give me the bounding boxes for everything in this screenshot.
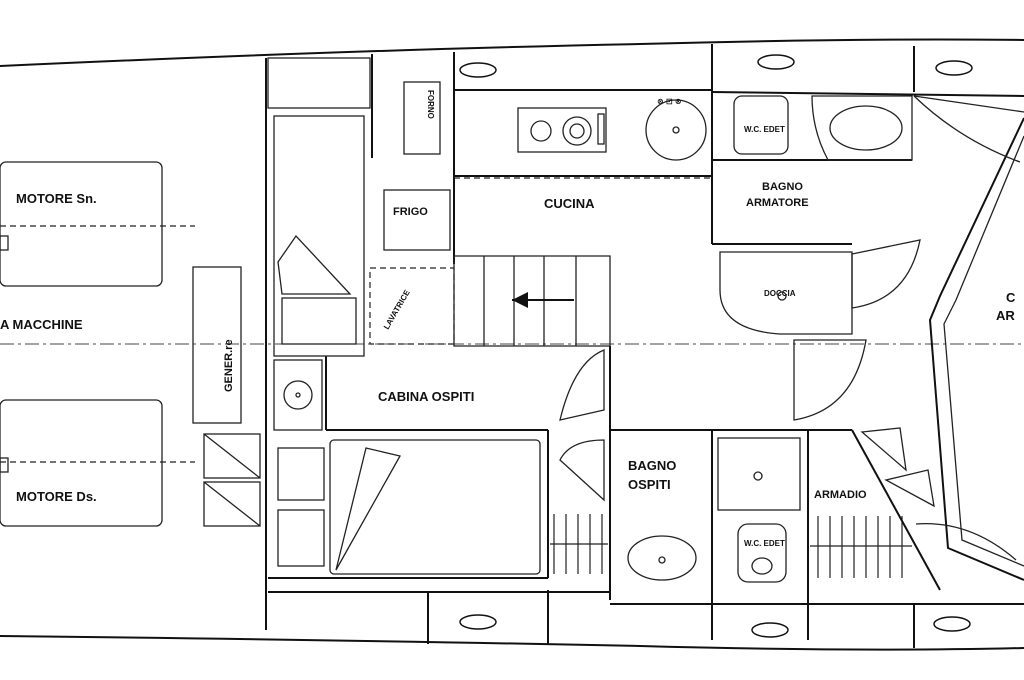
oven [403, 81, 441, 155]
cabina-armatore-label-1: C [1006, 290, 1016, 305]
frigo-label: FRIGO [393, 206, 428, 218]
owner-bathroom: BAGNO ARMATORE W.C. EDET DOCCIA [719, 95, 921, 421]
stairs [453, 255, 611, 347]
generatore-label: GENER.re [223, 339, 235, 392]
guest-sink [627, 535, 697, 581]
owner-wc [733, 95, 789, 155]
left-column [273, 115, 365, 431]
bagno-armatore-label-1: BAGNO [762, 181, 803, 193]
doccia-label: DOCCIA [764, 289, 796, 298]
forno-label: FORNO [426, 90, 435, 119]
hull-outline [0, 38, 1024, 651]
owner-wc-label: W.C. EDET [744, 125, 785, 134]
guest-wc [737, 523, 787, 583]
engine-starboard [0, 399, 163, 527]
owner-sink-counter [811, 95, 913, 161]
guest-bed [329, 439, 541, 575]
owner-bed [928, 117, 1024, 581]
sala-macchine-label: A MACCHINE [0, 317, 83, 332]
cooktop [517, 107, 607, 153]
cabina-ospiti-label: CABINA OSPITI [378, 389, 474, 404]
cucina-label: CUCINA [544, 196, 595, 211]
guest-bathroom: BAGNO OSPITI W.C. EDET [627, 437, 801, 583]
bagno-ospiti-label-2: OSPITI [628, 477, 671, 492]
owner-sink [829, 105, 903, 151]
guest-wardrobe-slats [550, 514, 608, 574]
bagno-armatore-label-2: ARMATORE [746, 197, 809, 209]
owner-shower [719, 251, 853, 335]
guest-cabin: CABINA OSPITI [277, 349, 608, 575]
galley: FORNO FRIGO ⊗ ⊡ ⊗ CUCINA [383, 81, 712, 251]
owner-cabin: C AR [851, 95, 1024, 591]
engine-room: MOTORE Sn. MOTORE Ds. A MACCHINE GENER.r… [0, 161, 261, 527]
guest-wc-label: W.C. EDET [744, 539, 785, 548]
engine-port [0, 161, 163, 287]
motore-sn-label: MOTORE Sn. [16, 191, 97, 206]
guest-shower [717, 437, 801, 511]
cabina-armatore-label-2: AR [996, 308, 1015, 323]
laundry: LAVATRICE [369, 267, 455, 345]
walls [265, 44, 1024, 648]
wardrobe: ARMADIO [810, 427, 935, 578]
galley-sink [645, 99, 707, 161]
portholes [459, 54, 973, 638]
galley-tap: ⊗ ⊡ ⊗ [657, 97, 682, 106]
generator [192, 266, 242, 424]
armadio-label: ARMADIO [814, 489, 867, 501]
motore-ds-label: MOTORE Ds. [16, 489, 97, 504]
bagno-ospiti-label-1: BAGNO [628, 458, 676, 473]
lavatrice-label: LAVATRICE [382, 288, 412, 331]
fridge [383, 189, 451, 251]
